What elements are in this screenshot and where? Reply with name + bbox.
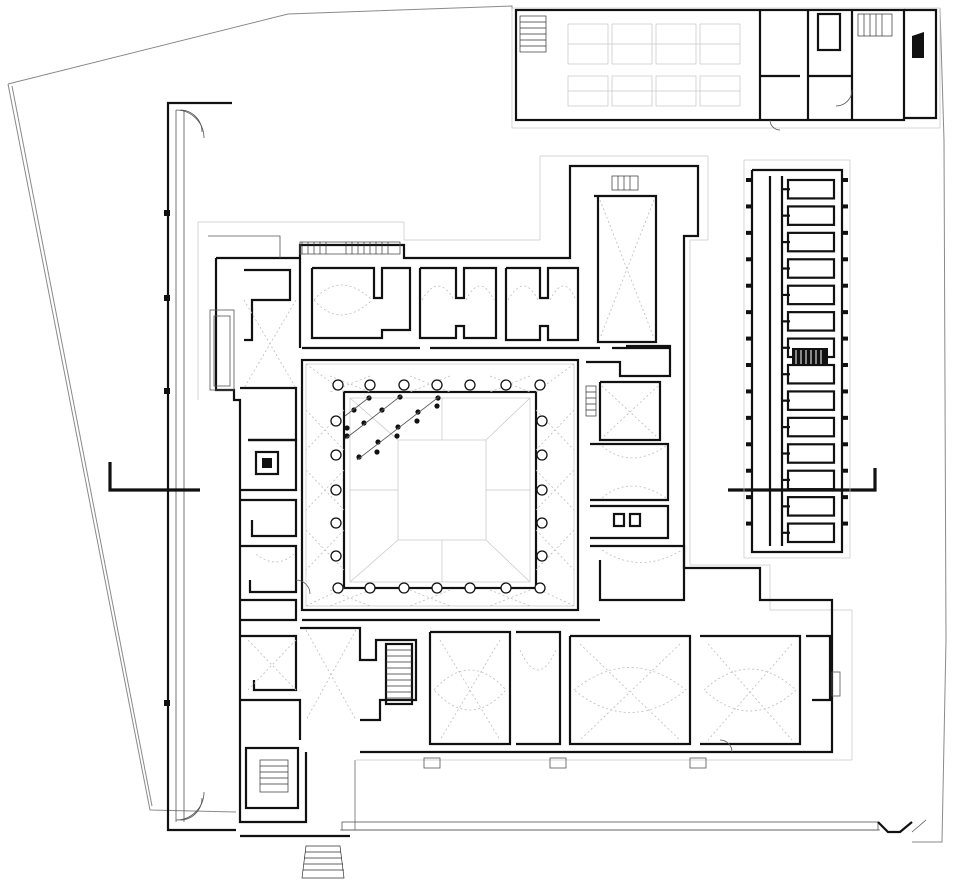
pier <box>842 442 848 447</box>
column <box>330 550 342 562</box>
column <box>536 484 548 496</box>
pier <box>842 415 848 420</box>
pier <box>746 363 752 367</box>
cloister-vault-diagonals <box>305 363 575 607</box>
column <box>330 517 342 529</box>
column <box>332 379 344 391</box>
east-cell-block <box>743 159 851 559</box>
column <box>500 582 512 594</box>
column <box>398 582 410 594</box>
column <box>332 582 344 594</box>
pier <box>842 363 848 367</box>
north-range-rooms <box>298 175 670 350</box>
pier <box>842 204 848 209</box>
pier <box>842 521 848 526</box>
pier <box>746 468 752 473</box>
cell <box>786 496 836 517</box>
site-boundary <box>7 5 947 843</box>
pier <box>746 283 752 288</box>
cell <box>786 258 836 279</box>
cell <box>786 363 836 385</box>
south-center-stair <box>386 649 412 699</box>
northeast-annex <box>511 7 941 131</box>
south-entrance-steps <box>240 834 350 879</box>
diagonal-point-grid <box>344 394 441 461</box>
column <box>398 379 410 391</box>
cell <box>786 443 836 464</box>
pier <box>842 230 848 235</box>
pier <box>842 495 848 500</box>
corner-stair-north <box>175 109 205 139</box>
column <box>464 582 476 594</box>
pier <box>746 310 752 315</box>
cloister-walkway <box>300 358 580 612</box>
pier <box>842 178 848 182</box>
pier <box>746 204 752 209</box>
cell <box>786 231 836 253</box>
pier <box>842 310 848 315</box>
column <box>431 379 443 391</box>
pier <box>746 178 752 182</box>
section-cut-marker-east <box>728 468 877 492</box>
column <box>536 517 548 529</box>
column <box>330 484 342 496</box>
column <box>534 582 546 594</box>
pier <box>842 283 848 288</box>
cell <box>786 178 836 200</box>
pier <box>746 495 752 500</box>
pier <box>842 257 848 262</box>
cell <box>786 522 836 544</box>
pier <box>842 468 848 473</box>
pier <box>746 415 752 420</box>
cell <box>786 311 836 332</box>
pier <box>746 230 752 235</box>
cell <box>786 416 836 438</box>
annex-stair-west <box>519 15 547 53</box>
column <box>536 449 548 461</box>
cell <box>786 469 836 491</box>
pier <box>842 336 848 341</box>
south-range-halls <box>300 618 841 769</box>
cell-block-stair <box>792 348 828 366</box>
courtyard <box>342 390 538 590</box>
column <box>500 379 512 391</box>
column <box>536 550 548 562</box>
west-wing-rooms <box>240 268 311 810</box>
pier <box>746 257 752 262</box>
cell <box>786 390 836 411</box>
annex-stair-east <box>857 13 924 58</box>
east-wing-rooms <box>585 344 686 602</box>
pier <box>746 389 752 394</box>
west-perimeter-wall <box>164 101 236 832</box>
column <box>431 582 443 594</box>
column <box>464 379 476 391</box>
pier <box>746 336 752 341</box>
colonnade <box>330 379 548 594</box>
southwest-stair <box>259 759 289 793</box>
cell <box>786 284 836 306</box>
column <box>364 582 376 594</box>
column <box>364 379 376 391</box>
section-cut-marker-west <box>108 462 200 492</box>
column <box>536 415 548 427</box>
pier <box>746 442 752 447</box>
pier <box>746 521 752 526</box>
column <box>534 379 546 391</box>
column <box>330 415 342 427</box>
cell <box>786 205 836 226</box>
column <box>330 449 342 461</box>
corner-stair-south <box>175 791 205 821</box>
annex-shelving <box>567 23 741 107</box>
south-boundary-wall <box>341 819 927 834</box>
pier <box>842 389 848 394</box>
